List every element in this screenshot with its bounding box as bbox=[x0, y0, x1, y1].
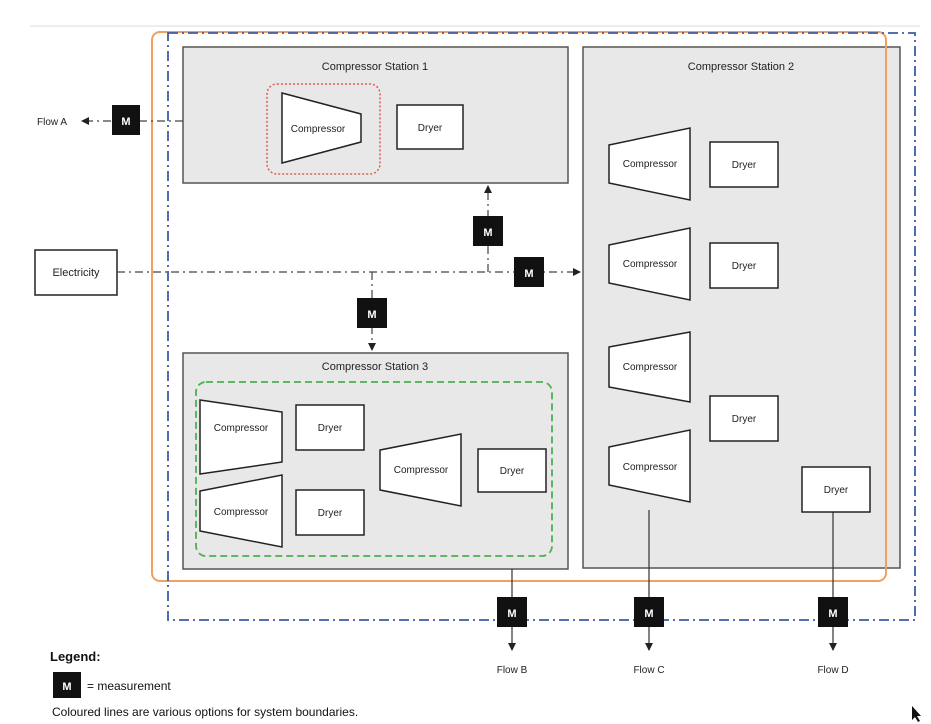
flow-d-label: Flow D bbox=[817, 665, 848, 676]
compressor-s2-2: Compressor bbox=[608, 227, 691, 301]
compressor-label: Compressor bbox=[623, 462, 678, 473]
mouse-cursor-icon bbox=[912, 706, 921, 722]
svg-text:M: M bbox=[62, 681, 71, 693]
meter-flow-c: M bbox=[634, 597, 664, 627]
dryer-s2-1: Dryer bbox=[709, 141, 779, 188]
station-1-box bbox=[182, 46, 569, 184]
legend-measurement-text: = measurement bbox=[87, 679, 171, 693]
dryer-label: Dryer bbox=[824, 485, 849, 496]
legend-boundaries-note: Coloured lines are various options for s… bbox=[52, 705, 358, 719]
meter-flow-b: M bbox=[497, 597, 527, 627]
dryer-s2-4: Dryer bbox=[801, 466, 871, 513]
svg-text:M: M bbox=[644, 608, 653, 620]
compressor-s2-4: Compressor bbox=[608, 429, 691, 503]
meter-station-3: M bbox=[357, 298, 387, 328]
compressor-label: Compressor bbox=[291, 124, 346, 135]
svg-text:M: M bbox=[367, 309, 376, 321]
dryer-label: Dryer bbox=[732, 160, 757, 171]
flow-c-label: Flow C bbox=[633, 665, 664, 676]
boundary-orange bbox=[151, 31, 887, 582]
svg-text:M: M bbox=[524, 268, 533, 280]
compressor-label: Compressor bbox=[394, 465, 449, 476]
electricity-label: Electricity bbox=[52, 267, 100, 279]
meter-flow-a: M bbox=[112, 105, 140, 135]
compressor-s3-1: Compressor bbox=[199, 399, 283, 475]
dryer-label: Dryer bbox=[500, 466, 525, 477]
dryer-s3-3: Dryer bbox=[477, 448, 547, 493]
station-3-title: Compressor Station 3 bbox=[322, 361, 428, 373]
compressor-s1: Compressor bbox=[281, 92, 362, 164]
station-2-title: Compressor Station 2 bbox=[688, 61, 794, 73]
legend-title: Legend: bbox=[50, 649, 101, 664]
compressor-s3-3: Compressor bbox=[379, 433, 462, 507]
compressor-station-1: Compressor Station 1 bbox=[182, 46, 569, 184]
dryer-label: Dryer bbox=[732, 414, 757, 425]
station-1-title: Compressor Station 1 bbox=[322, 61, 428, 73]
compressor-s3-2: Compressor bbox=[199, 474, 283, 548]
svg-text:M: M bbox=[828, 608, 837, 620]
meter-flow-d: M bbox=[818, 597, 848, 627]
boundary-blue bbox=[167, 32, 916, 621]
dryer-s2-3: Dryer bbox=[709, 395, 779, 442]
dryer-label: Dryer bbox=[318, 423, 343, 434]
svg-text:M: M bbox=[483, 227, 492, 239]
meter-station-2: M bbox=[514, 257, 544, 287]
dryer-s3-2: Dryer bbox=[295, 489, 365, 536]
flow-a-label: Flow A bbox=[37, 117, 67, 128]
dryer-label: Dryer bbox=[418, 123, 443, 134]
boundary-green bbox=[195, 381, 553, 557]
compressor-s2-1: Compressor bbox=[608, 127, 691, 201]
compressor-label: Compressor bbox=[623, 362, 678, 373]
dryer-label: Dryer bbox=[318, 508, 343, 519]
svg-text:M: M bbox=[507, 608, 516, 620]
dryer-s3-1: Dryer bbox=[295, 404, 365, 451]
dryer-label: Dryer bbox=[732, 261, 757, 272]
dryer-s2-2: Dryer bbox=[709, 242, 779, 289]
legend-meter-symbol bbox=[53, 672, 81, 698]
compressor-label: Compressor bbox=[623, 159, 678, 170]
dryer-s1: Dryer bbox=[396, 104, 464, 150]
legend: Legend: M = measurement Coloured lines a… bbox=[50, 649, 358, 719]
compressor-label: Compressor bbox=[623, 259, 678, 270]
boundary-red bbox=[266, 83, 381, 175]
meter-station-1: M bbox=[473, 216, 503, 246]
compressor-s2-3: Compressor bbox=[608, 331, 691, 403]
compressor-label: Compressor bbox=[214, 507, 269, 518]
compressor-label: Compressor bbox=[214, 423, 269, 434]
svg-text:M: M bbox=[121, 116, 130, 128]
flow-b-label: Flow B bbox=[497, 665, 528, 676]
